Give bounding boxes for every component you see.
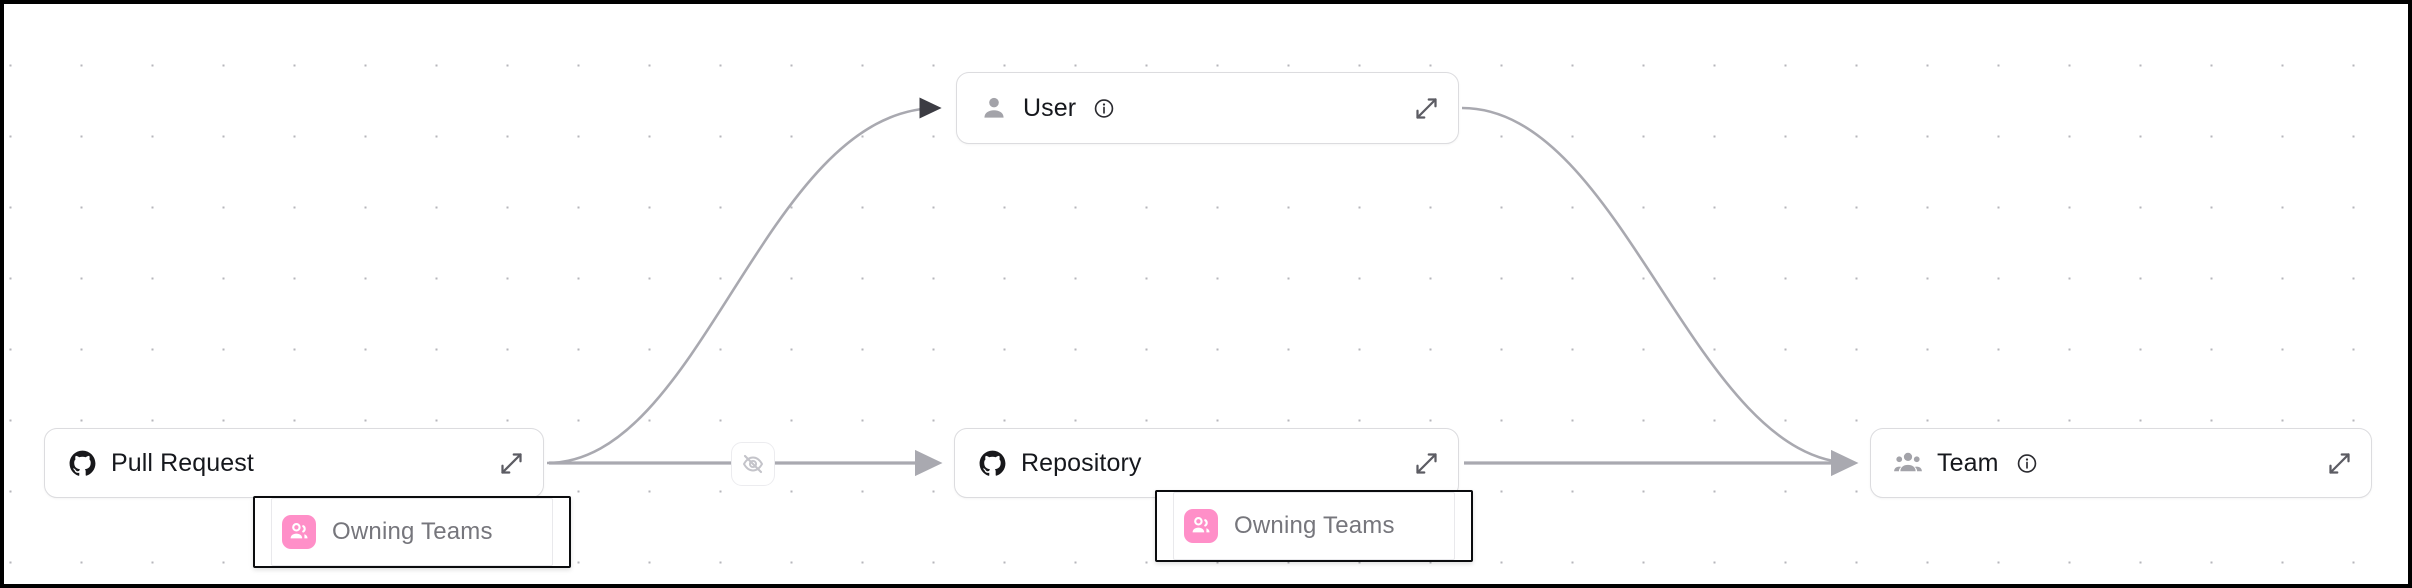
node-label: Repository [1021, 448, 1142, 477]
node-label: Pull Request [111, 448, 254, 477]
graph-node-pull-request[interactable]: Pull Request [44, 428, 544, 498]
github-icon [977, 448, 1007, 478]
graph-node-repository[interactable]: Repository [954, 428, 1459, 498]
expand-diagonal-icon[interactable] [1412, 94, 1440, 122]
expand-diagonal-icon[interactable] [1412, 449, 1440, 477]
node-label: User [1023, 93, 1077, 122]
info-circle-icon[interactable] [1093, 97, 1115, 119]
badge-label: Owning Teams [1234, 512, 1395, 539]
expand-diagonal-icon[interactable] [2325, 449, 2353, 477]
expand-diagonal-icon[interactable] [497, 449, 525, 477]
people-group-icon [282, 515, 316, 549]
graph-node-user[interactable]: User [956, 72, 1459, 144]
eye-off-icon [742, 454, 764, 474]
person-icon [979, 93, 1009, 123]
badge-inner: Owning Teams [271, 498, 553, 566]
badge-label: Owning Teams [332, 518, 493, 545]
people-group-icon [1184, 509, 1218, 543]
node-badge-owning-teams[interactable]: Owning Teams [1155, 490, 1473, 562]
badge-inner: Owning Teams [1173, 492, 1455, 560]
github-icon [67, 448, 97, 478]
graph-node-team[interactable]: Team [1870, 428, 2372, 498]
node-badge-owning-teams[interactable]: Owning Teams [253, 496, 571, 568]
edge-visibility-toggle-icon[interactable] [731, 442, 775, 486]
info-circle-icon[interactable] [2016, 452, 2038, 474]
people-group-icon [1893, 448, 1923, 478]
node-label: Team [1937, 448, 1999, 477]
